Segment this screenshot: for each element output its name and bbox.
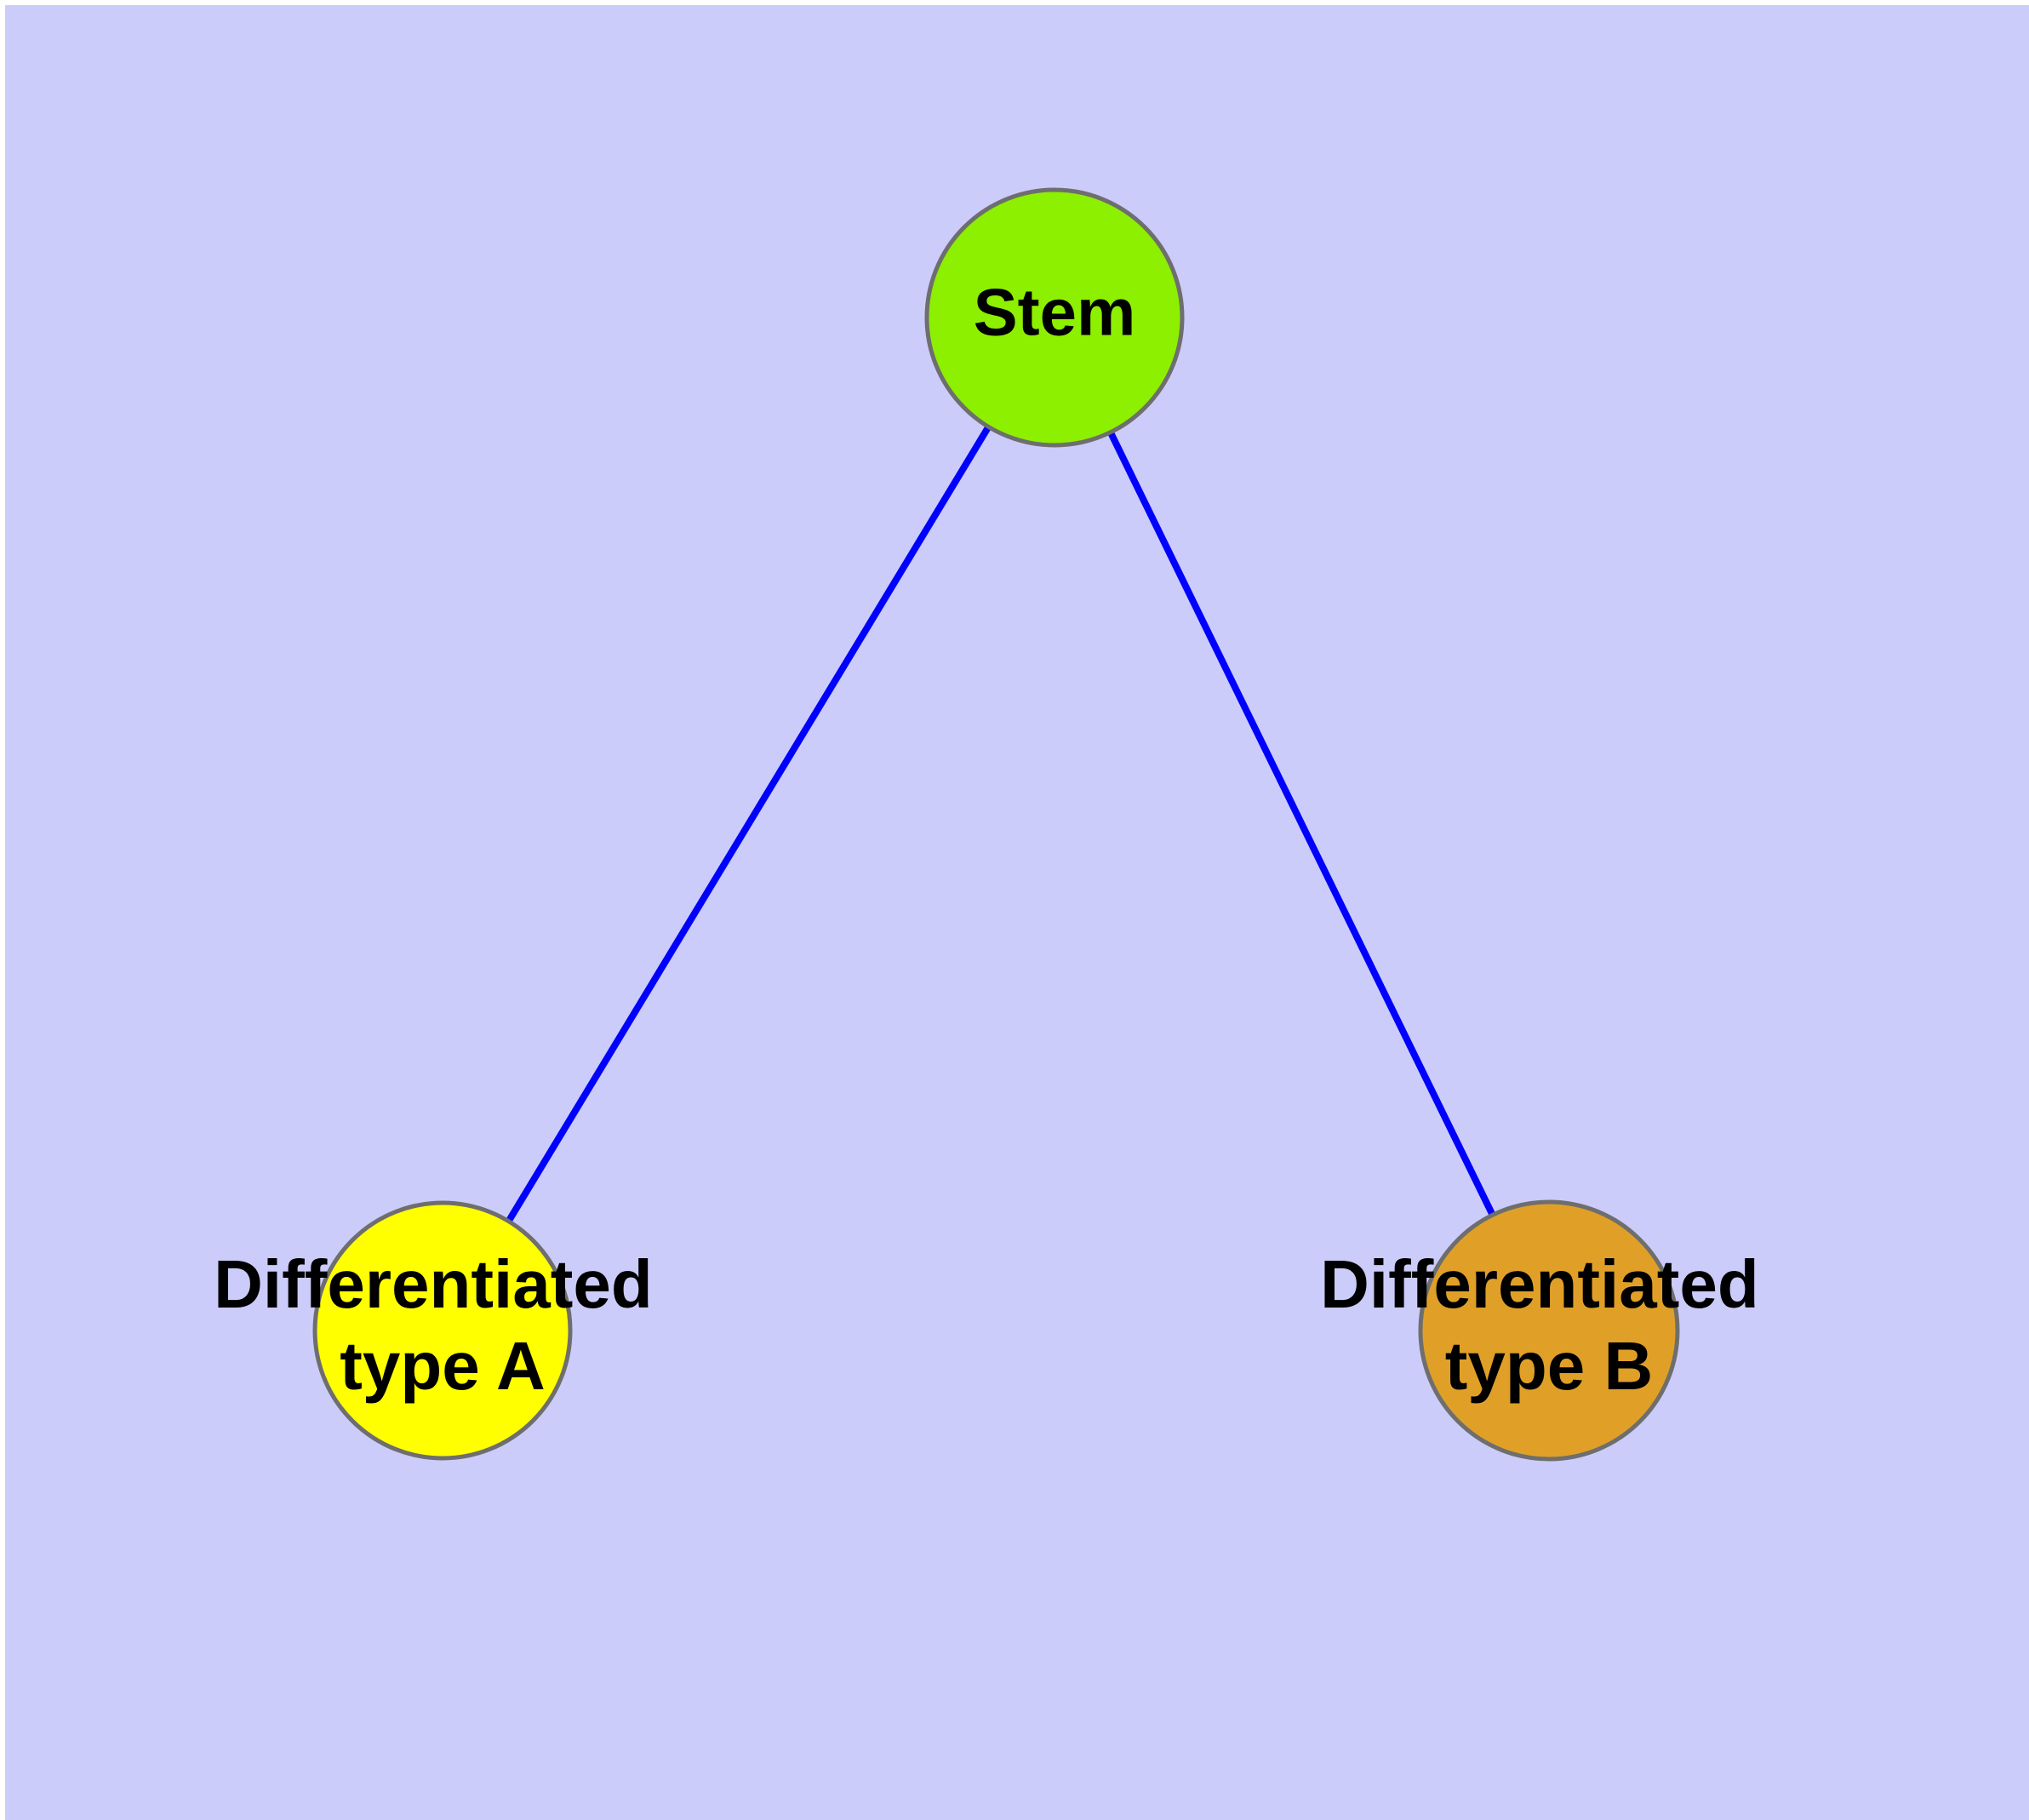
- label-line-2: type A: [340, 1328, 546, 1404]
- node-differentiated-type-b-circle[interactable]: [1418, 1199, 1680, 1462]
- node-stem-circle[interactable]: [924, 187, 1185, 448]
- node-differentiated-type-b-label: Differentiated type B: [1320, 1246, 1778, 1404]
- node-differentiated-type-a-label: Differentiated type A: [214, 1246, 672, 1404]
- node-layer: Stem Differentiated type A Differentiate…: [214, 187, 1778, 1462]
- node-stem[interactable]: Stem: [924, 187, 1185, 448]
- edge-stem-to-differentiated-type-b[interactable]: [1106, 429, 1497, 1218]
- edge-stem-to-differentiated-type-a[interactable]: [505, 423, 992, 1225]
- label-line-1: Differentiated: [214, 1246, 653, 1322]
- node-differentiated-type-b[interactable]: Differentiated type B: [1320, 1199, 1778, 1462]
- label-line-2: type B: [1445, 1328, 1654, 1404]
- node-differentiated-type-a[interactable]: Differentiated type A: [214, 1200, 672, 1461]
- node-stem-label: Stem: [974, 275, 1136, 350]
- label-line-1: Differentiated: [1320, 1246, 1759, 1322]
- node-differentiated-type-a-circle[interactable]: [312, 1200, 573, 1461]
- edge-layer: [505, 423, 1497, 1225]
